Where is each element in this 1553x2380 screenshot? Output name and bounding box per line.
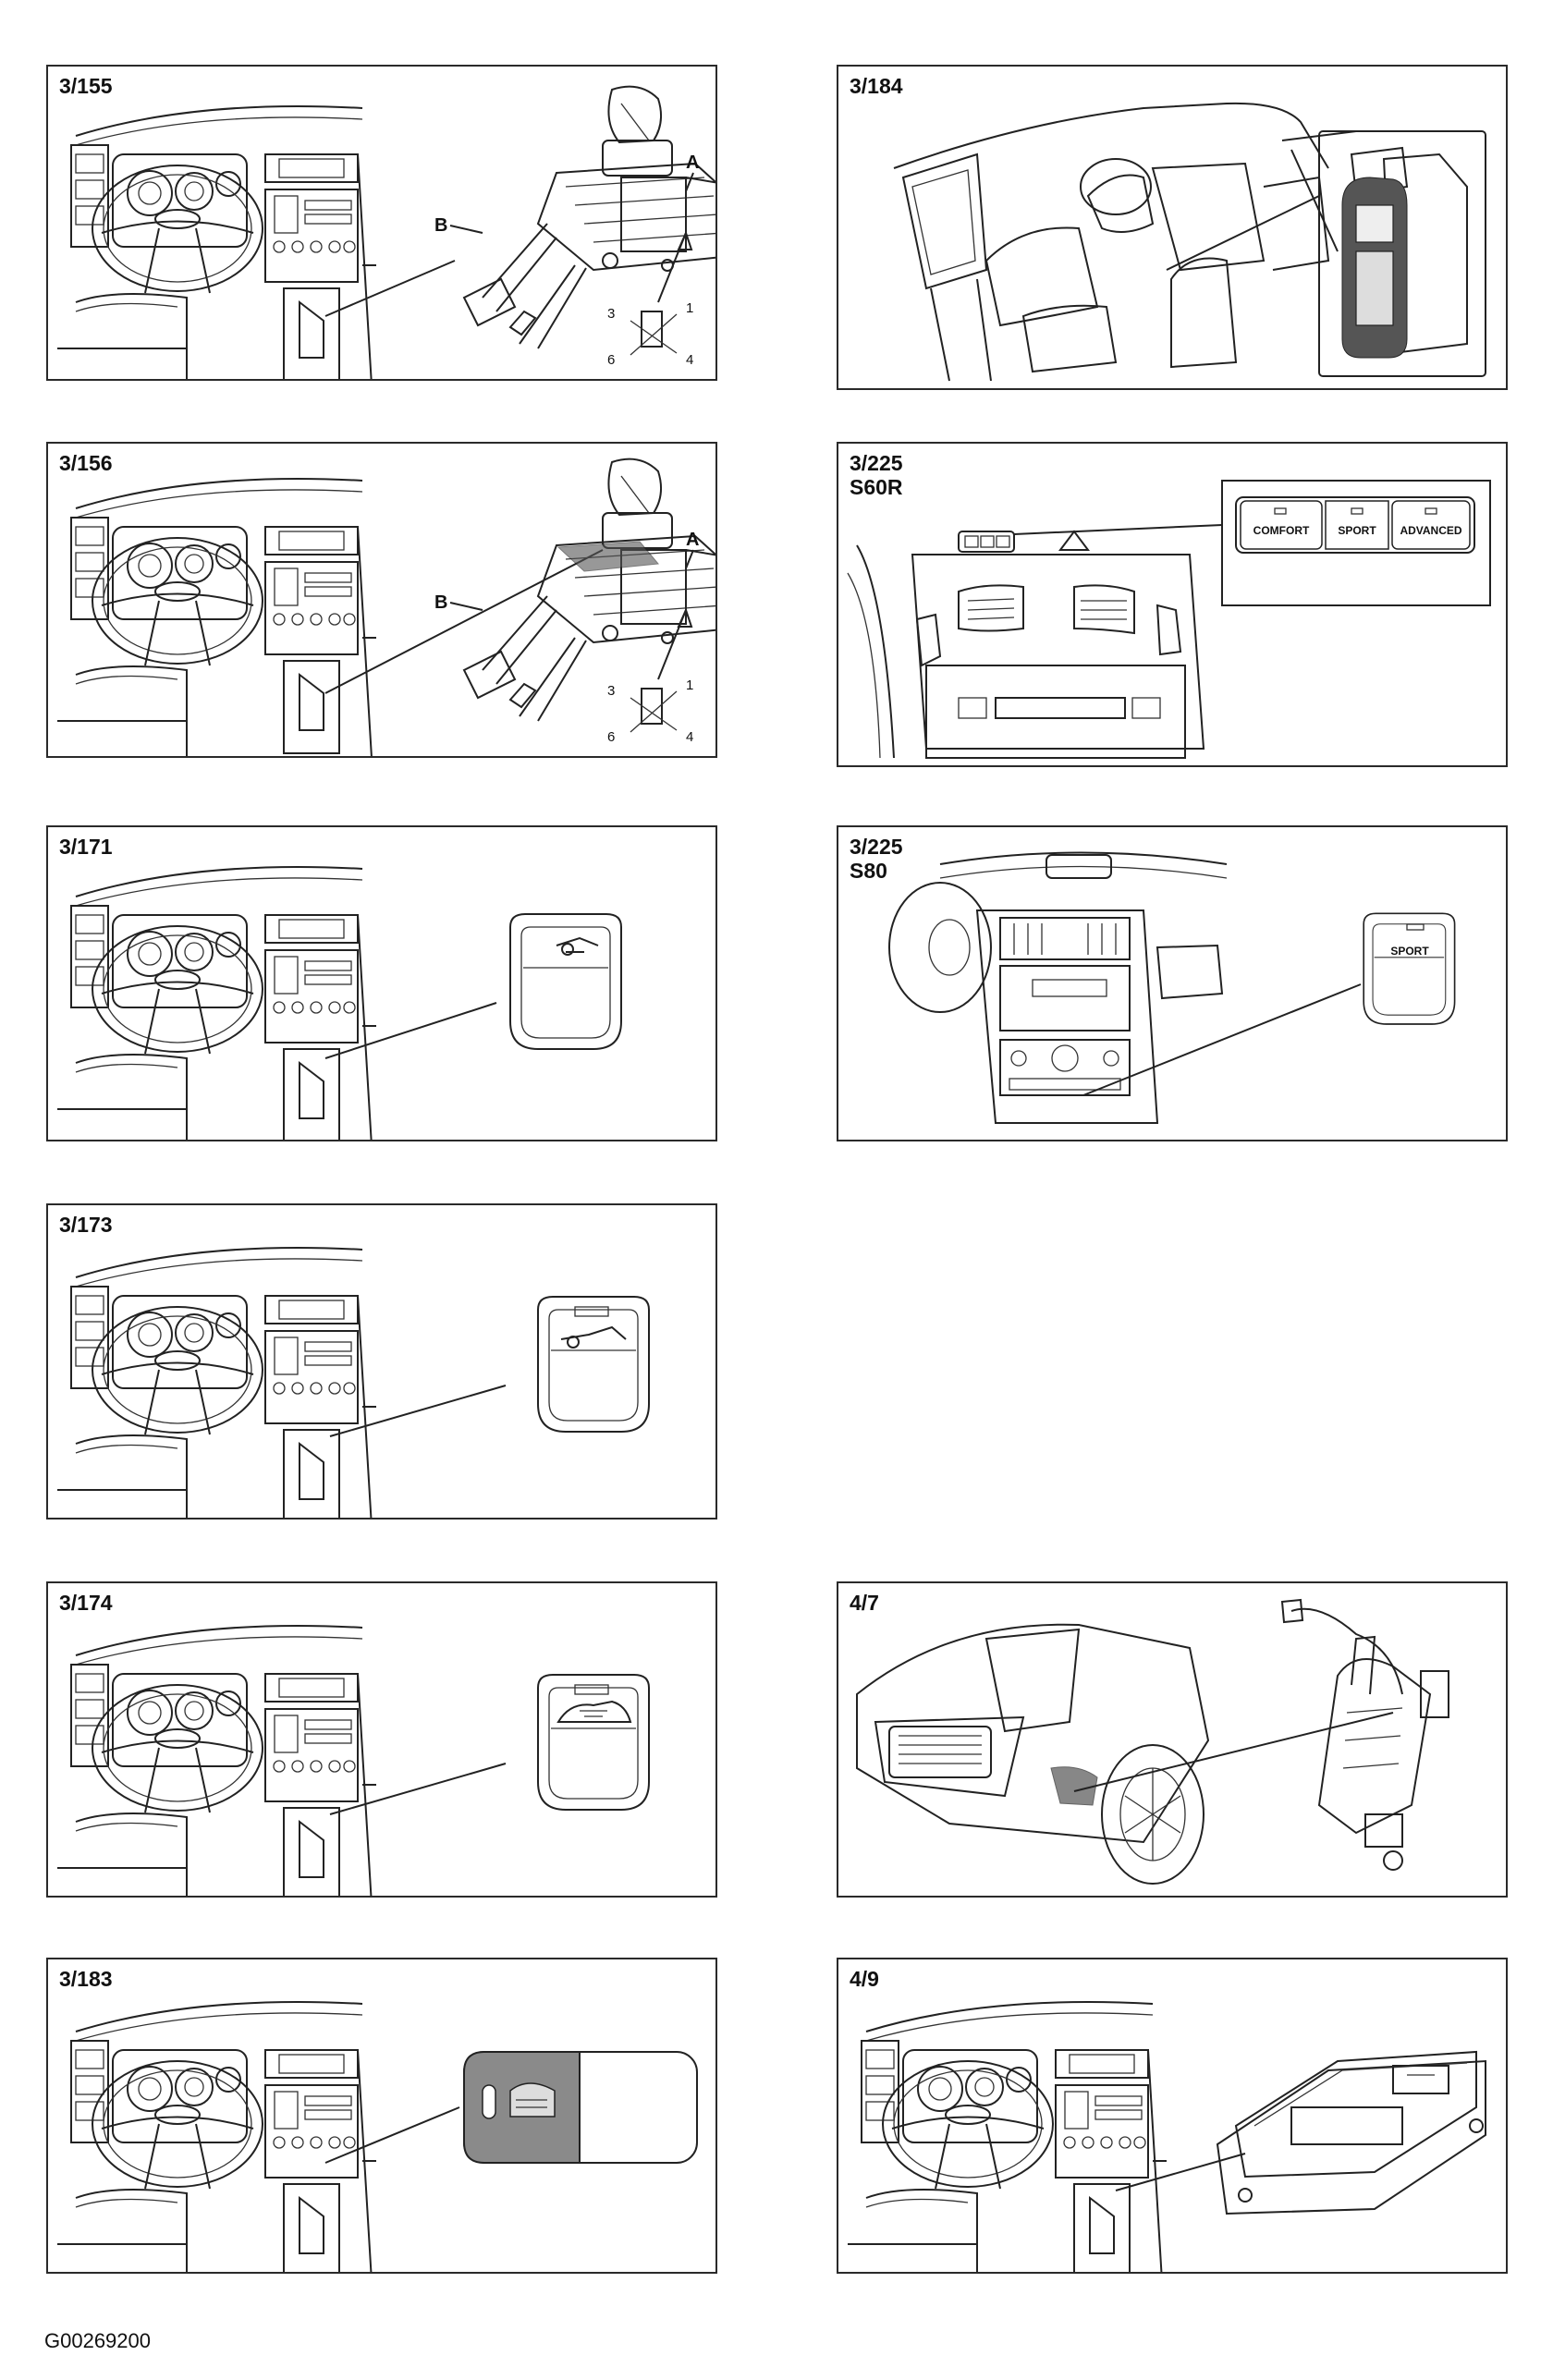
panel-3-225-s80: 3/225 S80 SPORT	[837, 825, 1508, 1141]
module-location-illustration	[847, 2001, 1486, 2272]
panel-label: 3/225 S80	[850, 835, 903, 883]
panel-3-183: 3/183	[46, 1958, 717, 2274]
panel-label: 3/155	[59, 74, 113, 98]
panel-label: 3/184	[850, 74, 903, 98]
pin-3: 3	[607, 683, 615, 699]
panel-3-155: 3/155 A B 3 1 6 4	[46, 65, 717, 381]
panel-label: 3/171	[59, 835, 113, 859]
pin-1: 1	[686, 300, 693, 316]
panel-3-171: 3/171	[46, 825, 717, 1141]
gear-selector-illustration: A B 3 1 6 4	[56, 85, 715, 379]
panel-3-174: 3/174	[46, 1581, 717, 1898]
panel-label: 3/174	[59, 1591, 113, 1615]
callout-a: A	[686, 153, 699, 173]
switch-location-illustration	[56, 866, 622, 1140]
center-console-illustration: SPORT	[888, 851, 1456, 1124]
panel-3-156: 3/156 A B 3 1 6 4	[46, 442, 717, 758]
comfort-button-label: COMFORT	[1253, 524, 1310, 537]
callout-b: B	[434, 592, 447, 613]
panel-label: 3/225 S60R	[850, 451, 903, 499]
pin-4: 4	[686, 352, 693, 368]
pin-3: 3	[607, 306, 615, 322]
panel-label: 3/183	[59, 1967, 113, 1991]
panel-3-225-s60r: 3/225 S60R COMFORT SPORT ADVANCED	[837, 442, 1508, 767]
panel-label: 4/9	[850, 1967, 879, 1991]
callout-b: B	[434, 215, 447, 236]
pin-4: 4	[686, 729, 693, 745]
panel-4-9: 4/9	[837, 1958, 1508, 2274]
panel-label: 4/7	[850, 1591, 879, 1615]
panel-label: 3/156	[59, 451, 113, 475]
advanced-button-label: ADVANCED	[1400, 524, 1461, 537]
switch-location-illustration	[56, 1247, 650, 1518]
gear-selector-illustration: A B 3 1 6 4	[56, 458, 715, 756]
figure-code: G00269200	[44, 2329, 151, 2352]
pin-6: 6	[607, 352, 615, 368]
pin-1: 1	[686, 677, 693, 693]
switch-location-illustration	[56, 1625, 650, 1896]
switch-location-illustration	[56, 2001, 698, 2272]
panel-3-184: 3/184	[837, 65, 1508, 390]
callout-a: A	[686, 530, 699, 550]
center-console-illustration: COMFORT SPORT ADVANCED	[847, 480, 1491, 759]
interior-illustration	[893, 102, 1486, 382]
sport-button-label: SPORT	[1338, 524, 1376, 537]
pin-6: 6	[607, 729, 615, 745]
panel-label: 3/173	[59, 1213, 113, 1237]
panel-3-173: 3/173	[46, 1203, 717, 1520]
panel-4-7: 4/7	[837, 1581, 1508, 1898]
engine-bay-illustration	[856, 1598, 1449, 1885]
sport-button-label: SPORT	[1390, 945, 1429, 958]
